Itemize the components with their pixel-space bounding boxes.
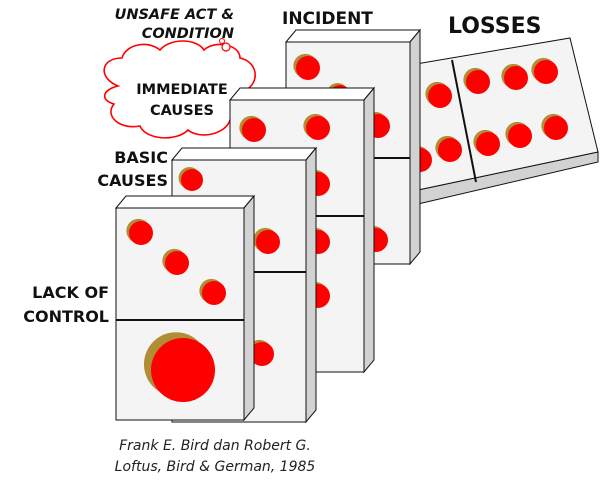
citation: Frank E. Bird dan Robert G. Loftus, Bird… bbox=[100, 436, 330, 478]
immediate-causes-label: IMMEDIATE CAUSES bbox=[112, 80, 252, 122]
domino-pip-4 bbox=[151, 338, 215, 402]
cloud-bubble-tiny bbox=[219, 38, 225, 44]
citation-line2: Loftus, Bird & German, 1985 bbox=[114, 459, 316, 475]
domino-pip-2 bbox=[165, 251, 189, 275]
domino-pip-6 bbox=[438, 138, 462, 162]
unsafe-act-line2: CONDITION bbox=[141, 26, 234, 42]
domino-pip-1 bbox=[181, 169, 203, 191]
domino-pip-2 bbox=[306, 116, 330, 140]
basic-causes-line1: BASIC bbox=[114, 148, 168, 167]
unsafe-act-line1: UNSAFE ACT & bbox=[114, 7, 234, 23]
domino-side-face bbox=[305, 146, 317, 424]
domino-losses bbox=[405, 37, 599, 205]
domino-pip-3 bbox=[202, 281, 226, 305]
domino-lack-of-control bbox=[114, 194, 256, 422]
domino-pip-2 bbox=[466, 70, 490, 94]
domino-chain bbox=[114, 28, 599, 424]
domino-divider bbox=[451, 59, 477, 183]
lack-of-control-label: LACK OF CONTROL bbox=[23, 281, 109, 329]
domino-pip-9 bbox=[544, 116, 568, 140]
domino-pip-8 bbox=[508, 124, 532, 148]
domino-pip-4 bbox=[534, 60, 558, 84]
unsafe-act-label: UNSAFE ACT & CONDITION bbox=[115, 6, 234, 44]
domino-side-face bbox=[409, 28, 421, 266]
domino-pip-1 bbox=[242, 118, 266, 142]
domino-side-face bbox=[363, 86, 375, 374]
losses-label: LOSSES bbox=[448, 14, 542, 39]
domino-pip-2 bbox=[256, 230, 280, 254]
domino-pip-7 bbox=[476, 132, 500, 156]
domino-pip-3 bbox=[504, 66, 528, 90]
basic-causes-label: BASIC CAUSES bbox=[97, 146, 168, 192]
domino-top-face bbox=[284, 29, 422, 43]
domino-pip-3 bbox=[250, 342, 274, 366]
basic-causes-line2: CAUSES bbox=[97, 171, 168, 190]
domino-pip-1 bbox=[428, 84, 452, 108]
domino-pip-1 bbox=[296, 56, 320, 80]
immediate-causes-line2: CAUSES bbox=[150, 103, 214, 119]
domino-top-face bbox=[170, 147, 318, 161]
lack-of-control-line1: LACK OF bbox=[32, 283, 109, 302]
cloud-bubble-small bbox=[221, 42, 231, 52]
domino-top-face bbox=[114, 195, 256, 209]
incident-label: INCIDENT bbox=[282, 9, 373, 29]
domino-pip-1 bbox=[129, 221, 153, 245]
citation-line1: Frank E. Bird dan Robert G. bbox=[119, 438, 311, 454]
lack-of-control-line2: CONTROL bbox=[23, 307, 109, 326]
domino-side-face bbox=[243, 194, 255, 422]
immediate-causes-line1: IMMEDIATE bbox=[136, 82, 228, 98]
